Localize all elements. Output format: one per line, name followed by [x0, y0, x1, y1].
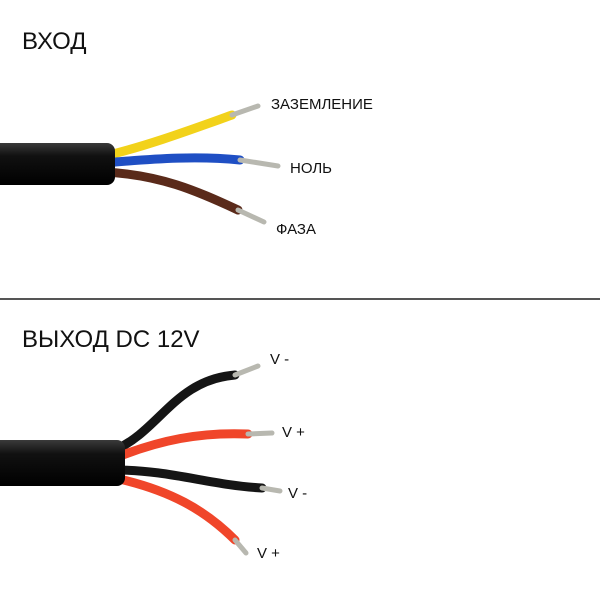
output-title: ВЫХОД DC 12V — [22, 326, 200, 353]
wire-black-2-tip — [259, 485, 283, 494]
wire-black-1 — [110, 370, 240, 455]
wire-red-1-tip — [245, 430, 275, 437]
wire-yellow-tip — [229, 103, 261, 118]
input-cable — [0, 103, 281, 225]
wire-black-2 — [110, 465, 267, 493]
cable-jacket — [0, 143, 115, 185]
wire-label-neutral: НОЛЬ — [290, 160, 333, 177]
wire-label-v-minus-2: V - — [288, 485, 308, 502]
wire-brown-tip — [235, 207, 267, 225]
wire-label-v-plus-1: V + — [282, 424, 305, 441]
output-cable — [0, 363, 283, 556]
wire-label-v-minus-1: V - — [270, 351, 290, 368]
wire-label-ground: ЗАЗЕМЛЕНИЕ — [271, 96, 373, 113]
wire-blue — [100, 153, 245, 168]
wire-label-phase: ФАЗА — [276, 221, 316, 238]
wire-blue-tip — [237, 157, 281, 169]
input-title: ВХОД — [22, 28, 87, 55]
section-divider — [0, 298, 600, 300]
cable-jacket — [0, 440, 125, 486]
wire-red-1 — [110, 429, 253, 463]
wire-yellow — [100, 110, 237, 161]
wire-red-2 — [110, 473, 240, 545]
wire-brown — [100, 167, 243, 215]
wire-red-2-tip — [232, 537, 249, 556]
wire-black-1-tip — [232, 363, 261, 378]
wire-label-v-plus-2: V + — [257, 545, 280, 562]
